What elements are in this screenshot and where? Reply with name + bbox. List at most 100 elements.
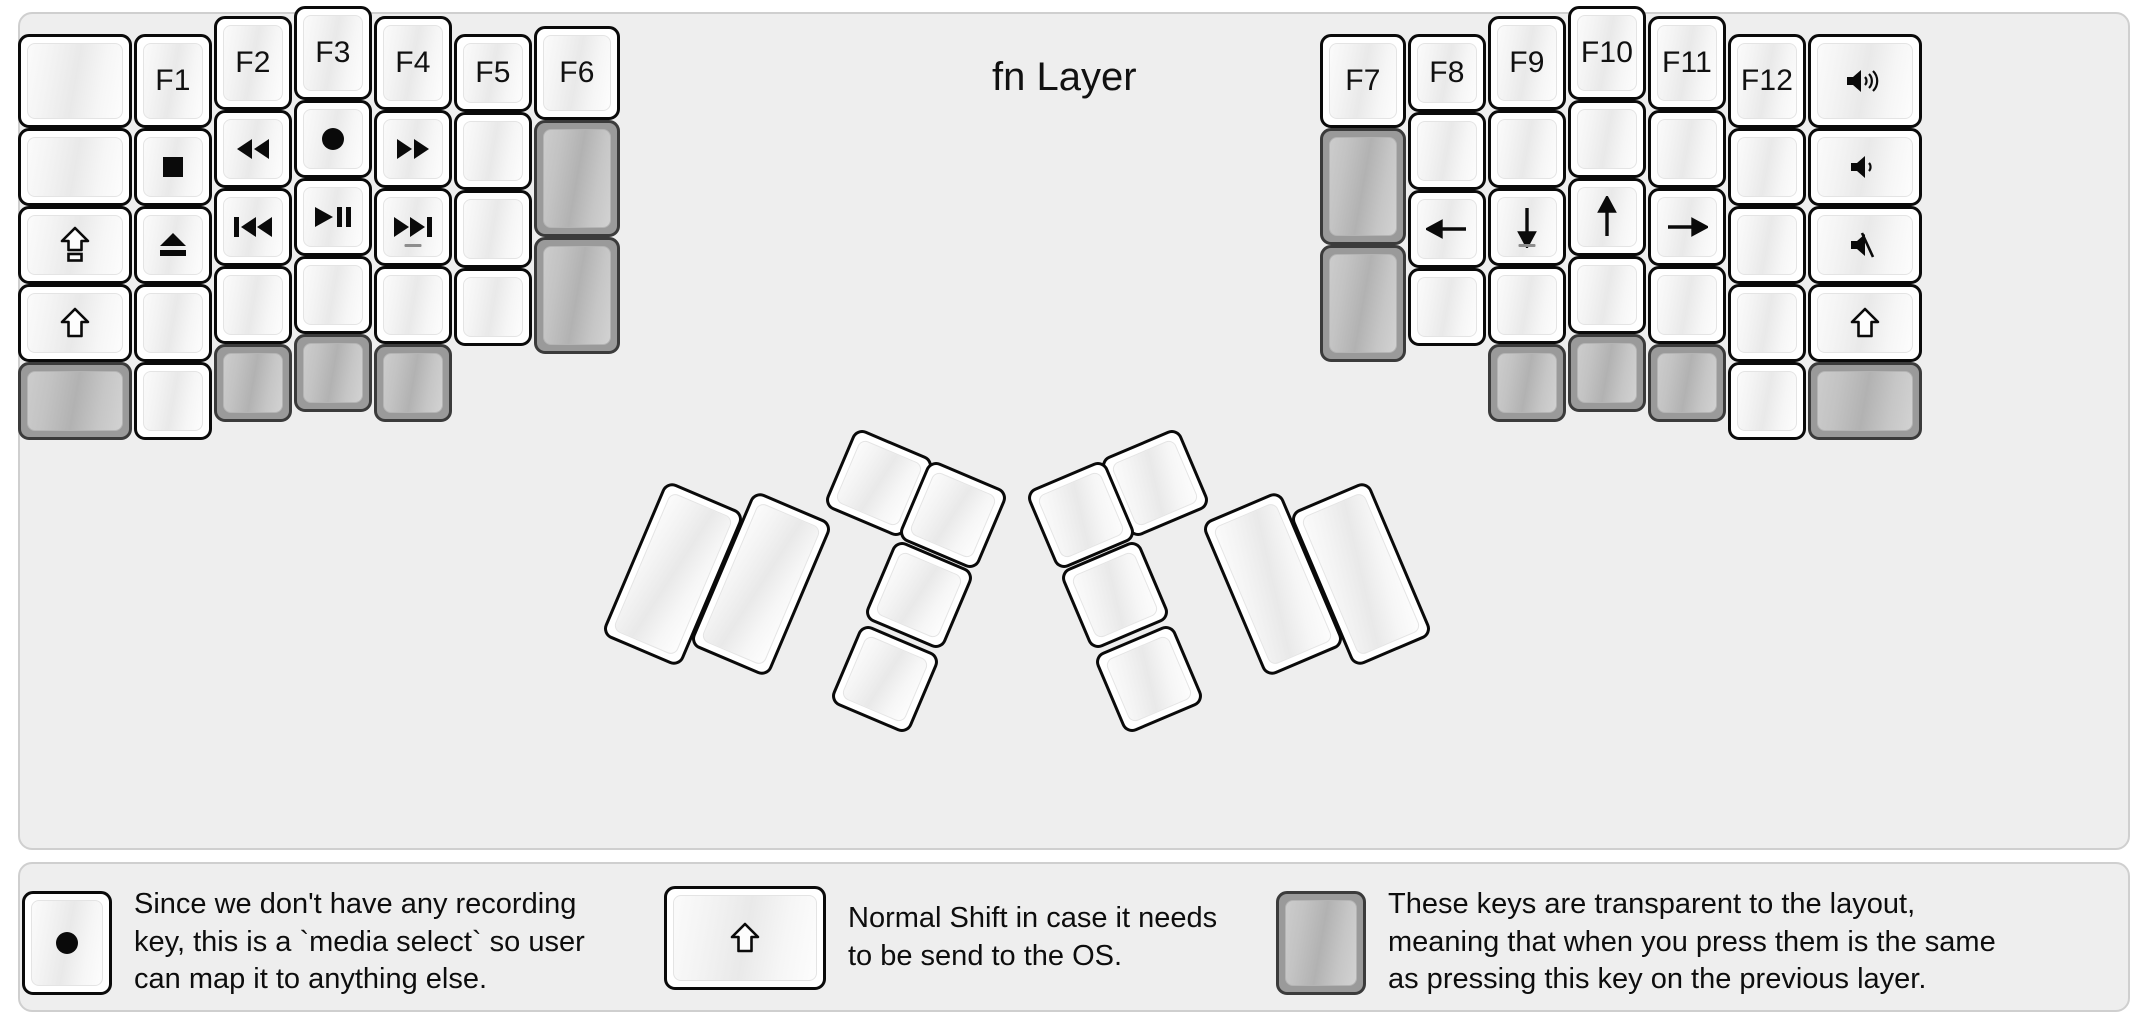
keycap-face bbox=[223, 119, 283, 179]
keycap-face bbox=[143, 371, 203, 431]
key-transparent-c7r3[interactable] bbox=[534, 237, 620, 354]
key-label: F7 bbox=[1345, 64, 1381, 97]
key-f3[interactable]: F3 bbox=[294, 6, 372, 100]
keycap-face: F4 bbox=[383, 25, 443, 101]
key-label: F3 bbox=[315, 36, 351, 69]
keycap-face bbox=[1497, 119, 1557, 179]
key-volume-down[interactable] bbox=[1808, 128, 1922, 206]
media-record-icon bbox=[317, 123, 349, 155]
key-label: F5 bbox=[475, 56, 511, 89]
keycap-face: F5 bbox=[463, 43, 523, 103]
key-transparent-r5[interactable] bbox=[18, 362, 132, 440]
keycap-face: F11 bbox=[1657, 25, 1717, 101]
keycap-face bbox=[27, 215, 123, 275]
key-blank-c4r4[interactable] bbox=[294, 256, 372, 334]
key-arrow-up[interactable] bbox=[1568, 178, 1646, 256]
key-f2[interactable]: F2 bbox=[214, 16, 292, 110]
media-play-pause-icon bbox=[312, 203, 354, 231]
key-media-stop[interactable] bbox=[134, 128, 212, 206]
key-transparent-c4r5[interactable] bbox=[294, 334, 372, 412]
key-f9[interactable]: F9 bbox=[1488, 16, 1566, 110]
key-shift-right[interactable] bbox=[1808, 284, 1922, 362]
key-blank-c3r4[interactable] bbox=[214, 266, 292, 344]
key-f6[interactable]: F6 bbox=[534, 26, 620, 120]
key-caps-lock[interactable] bbox=[18, 206, 132, 284]
key-blank-rc5r4[interactable] bbox=[1648, 266, 1726, 344]
keycap-face bbox=[1497, 353, 1557, 413]
media-stop-icon bbox=[159, 153, 187, 181]
key-blank-rc3r2[interactable] bbox=[1488, 110, 1566, 188]
page-title: fn Layer bbox=[992, 55, 1137, 99]
key-media-eject[interactable] bbox=[134, 206, 212, 284]
key-volume-up[interactable] bbox=[1808, 34, 1922, 128]
key-blank-rc6r5[interactable] bbox=[1728, 362, 1806, 440]
key-f10[interactable]: F10 bbox=[1568, 6, 1646, 100]
key-f7[interactable]: F7 bbox=[1320, 34, 1406, 128]
key-transparent-rc7r5[interactable] bbox=[1808, 362, 1922, 440]
keycap-face bbox=[1817, 293, 1913, 353]
key-transparent-rc1r3[interactable] bbox=[1320, 245, 1406, 362]
legend-description: Normal Shift in case it needs to be send… bbox=[848, 902, 1218, 972]
key-transparent-rc4r5[interactable] bbox=[1568, 334, 1646, 412]
keycap-face: F9 bbox=[1497, 25, 1557, 101]
key-blank-c6r4[interactable] bbox=[454, 268, 532, 346]
keycap-face bbox=[1417, 199, 1477, 259]
keycap-face bbox=[27, 137, 123, 197]
key-blank-c6r2[interactable] bbox=[454, 112, 532, 190]
key-arrow-left[interactable] bbox=[1408, 190, 1486, 268]
key-blank-rc3r4[interactable] bbox=[1488, 266, 1566, 344]
key-media-play-pause[interactable] bbox=[294, 178, 372, 256]
key-blank-c2r5[interactable] bbox=[134, 362, 212, 440]
key-shift[interactable] bbox=[18, 284, 132, 362]
key-media-fast-forward[interactable] bbox=[374, 110, 452, 188]
key-f5[interactable]: F5 bbox=[454, 34, 532, 112]
key-transparent-c7r2[interactable] bbox=[534, 120, 620, 237]
key-f1[interactable]: F1 bbox=[134, 34, 212, 128]
keycap-face bbox=[1657, 353, 1717, 413]
key-transparent-rc3r5[interactable] bbox=[1488, 344, 1566, 422]
keycap-face bbox=[383, 197, 443, 257]
key-blank-rc6r3[interactable] bbox=[1728, 206, 1806, 284]
keycap-face bbox=[1070, 550, 1160, 640]
key-blank-rc2r2[interactable] bbox=[1408, 112, 1486, 190]
key-f8[interactable]: F8 bbox=[1408, 34, 1486, 112]
key-arrow-down[interactable] bbox=[1488, 188, 1566, 266]
media-record-icon bbox=[51, 927, 83, 959]
keycap-face: F8 bbox=[1417, 43, 1477, 103]
key-blank-rc4r2[interactable] bbox=[1568, 100, 1646, 178]
key-blank-c6r3[interactable] bbox=[454, 190, 532, 268]
key-volume-mute[interactable] bbox=[1808, 206, 1922, 284]
key-blank-rc4r4[interactable] bbox=[1568, 256, 1646, 334]
key-blank-c5r4[interactable] bbox=[374, 266, 452, 344]
key-transparent-c5r5[interactable] bbox=[374, 344, 452, 422]
keycap-face bbox=[1577, 343, 1637, 403]
key-blank-rc6r4[interactable] bbox=[1728, 284, 1806, 362]
key-f12[interactable]: F12 bbox=[1728, 34, 1806, 128]
key-f4[interactable]: F4 bbox=[374, 16, 452, 110]
keycap-face bbox=[1817, 137, 1913, 197]
key-label: F8 bbox=[1429, 56, 1465, 89]
key-transparent-rc1r2[interactable] bbox=[1320, 128, 1406, 245]
key-blank-rc6r2[interactable] bbox=[1728, 128, 1806, 206]
key-media-rewind[interactable] bbox=[214, 110, 292, 188]
key-transparent-rc5r5[interactable] bbox=[1648, 344, 1726, 422]
key-arrow-right[interactable] bbox=[1648, 188, 1726, 266]
legend-sample-transparent-key bbox=[1276, 890, 1366, 995]
volume-down-icon bbox=[1848, 152, 1882, 182]
key-blank-r2[interactable] bbox=[18, 128, 132, 206]
legend-description: Since we don't have any recording key, t… bbox=[134, 888, 585, 996]
key-blank-c2r4[interactable] bbox=[134, 284, 212, 362]
key-blank-rc2r4[interactable] bbox=[1408, 268, 1486, 346]
keycap-face bbox=[383, 275, 443, 335]
key-f11[interactable]: F11 bbox=[1648, 16, 1726, 110]
key-media-next-track[interactable] bbox=[374, 188, 452, 266]
key-media-record[interactable] bbox=[294, 100, 372, 178]
key-blank-rc5r2[interactable] bbox=[1648, 110, 1726, 188]
volume-mute-icon bbox=[1848, 230, 1882, 260]
key-blank-r1[interactable] bbox=[18, 34, 132, 128]
key-media-prev-track[interactable] bbox=[214, 188, 292, 266]
keycap-face bbox=[143, 293, 203, 353]
shift-icon bbox=[60, 307, 90, 339]
keycap-face bbox=[1497, 197, 1557, 257]
key-transparent-c3r5[interactable] bbox=[214, 344, 292, 422]
